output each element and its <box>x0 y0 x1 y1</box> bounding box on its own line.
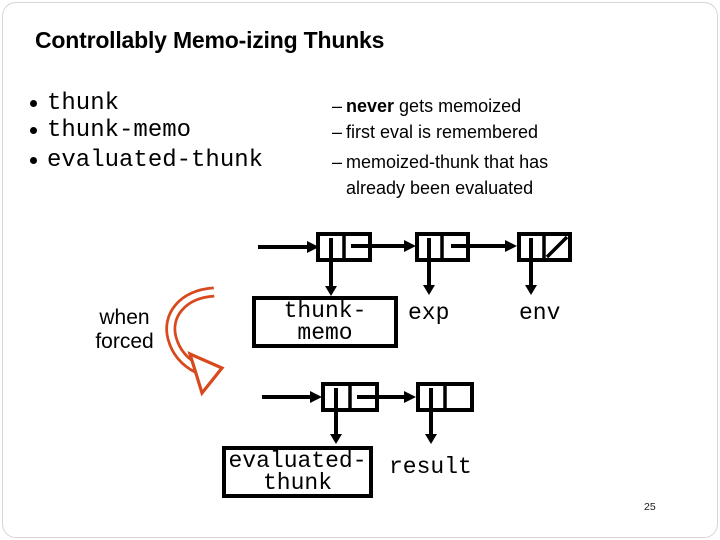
note-text: gets memoized <box>394 96 522 116</box>
thunk-memo-line2: memo <box>297 320 353 346</box>
pointer-arrowhead-icon <box>423 285 435 295</box>
bullet-label: thunk <box>47 90 120 117</box>
bullet-item-evaluated-thunk: evaluated-thunk <box>30 148 263 173</box>
evaluated-thunk-line1: evaluated- <box>228 448 367 474</box>
exp-label: exp <box>408 300 450 326</box>
pointer-arrowhead-icon <box>307 241 319 253</box>
when-forced-label: when forced <box>72 306 177 354</box>
bullet-dot-icon <box>30 127 37 134</box>
note-text: memoized-thunk that has <box>346 152 549 172</box>
pointer-arrowhead-icon <box>404 391 416 403</box>
result-label: result <box>389 454 472 480</box>
pointer-arrowhead-icon <box>330 434 342 444</box>
thunk-memo-box: thunk- memo <box>252 296 398 348</box>
nil-slash-icon <box>545 235 569 259</box>
note-line-memoized-thunk: –memoized-thunk that has <box>332 151 548 173</box>
curved-arrow-band-core <box>168 289 215 372</box>
bottom-cons-chain <box>262 382 474 444</box>
evaluated-thunk-box: evaluated- thunk <box>222 446 373 498</box>
bullet-item-thunk-memo: thunk-memo <box>30 118 191 143</box>
evaluated-thunk-line2: thunk <box>262 470 332 496</box>
pointer-arrowhead-icon <box>404 240 416 252</box>
when-forced-arrow-icon <box>165 286 225 397</box>
page-number: 25 <box>644 501 656 513</box>
note-dash: – <box>332 96 343 116</box>
pointer-arrowhead-icon <box>525 285 537 295</box>
when-forced-line2: forced <box>95 330 154 353</box>
note-line-first-eval: –first eval is remembered <box>332 121 538 143</box>
note-text: already been evaluated <box>346 178 534 198</box>
note-text: first eval is remembered <box>346 122 539 142</box>
bullet-item-thunk: thunk <box>30 91 119 116</box>
note-dash: – <box>332 122 343 142</box>
top-cons-chain <box>258 232 572 296</box>
thunk-memo-line1: thunk- <box>283 298 367 324</box>
curved-arrowhead-icon <box>187 351 225 397</box>
when-forced-line1: when <box>99 306 150 329</box>
bullet-label: evaluated-thunk <box>47 147 264 174</box>
note-bold: never <box>346 96 395 116</box>
pointer-arrowhead-icon <box>425 434 437 444</box>
note-line-never: –never gets memoized <box>332 95 521 117</box>
bullet-dot-icon <box>30 100 37 107</box>
note-dash: – <box>332 152 343 172</box>
env-label: env <box>519 300 561 326</box>
bullet-dot-icon <box>30 157 37 164</box>
note-line-wrap: already been evaluated <box>332 177 533 199</box>
bullet-label: thunk-memo <box>47 117 192 144</box>
pointer-arrowhead-icon <box>310 391 322 403</box>
slide-title: Controllably Memo-izing Thunks <box>35 27 385 53</box>
pointer-arrowhead-icon <box>505 240 517 252</box>
pointer-arrowhead-icon <box>325 286 337 296</box>
